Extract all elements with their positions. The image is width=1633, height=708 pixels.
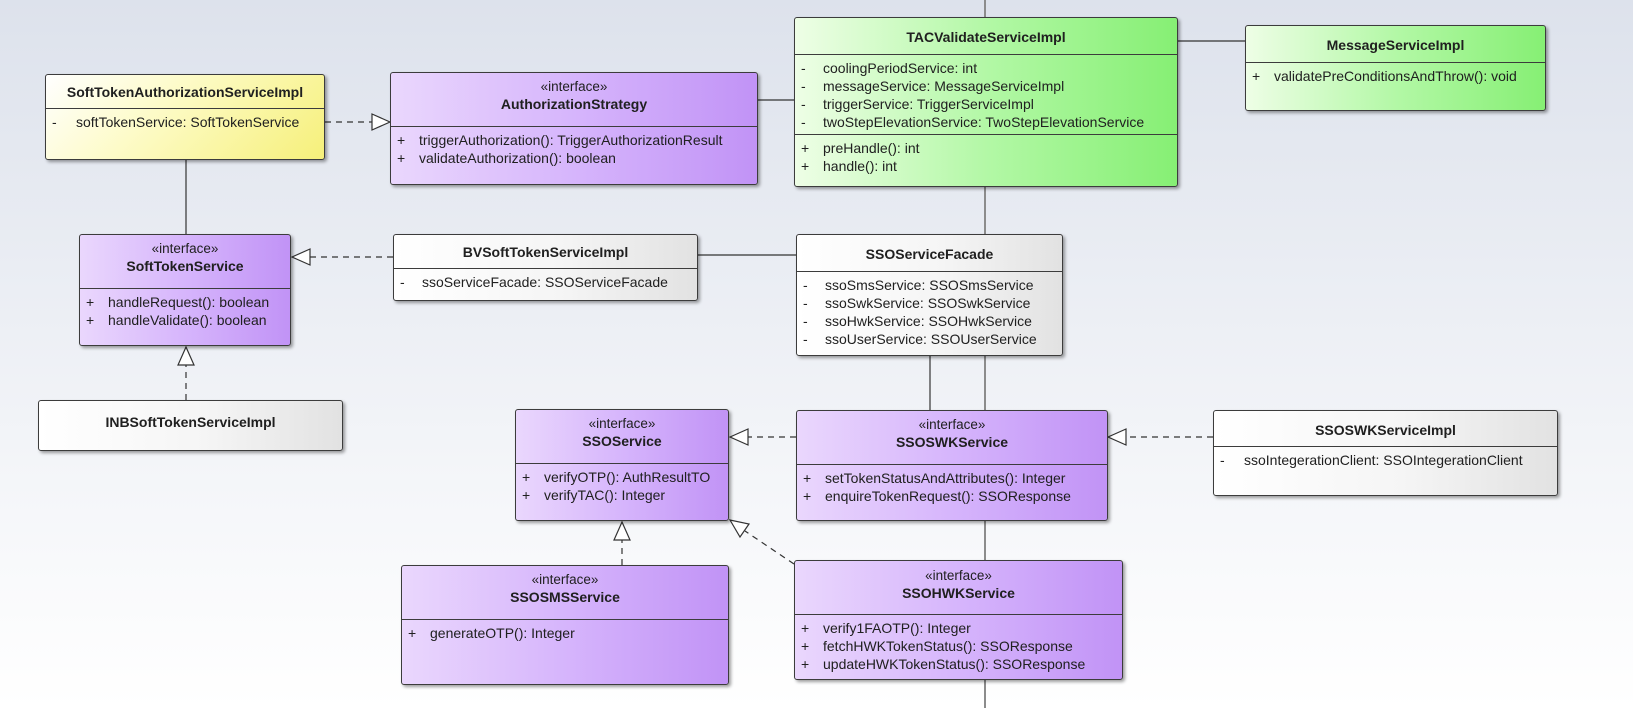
class-header: «interface» SSOSMSService [402, 566, 728, 620]
class-name: SSOSMSService [510, 589, 620, 605]
attributes-compartment: -ssoIntegerationClient: SSOIntegerationC… [1214, 447, 1557, 472]
interface-soft-token-service[interactable]: «interface» SoftTokenService +handleRequ… [79, 234, 291, 346]
operation-row: +verify1FAOTP(): Integer [801, 620, 971, 636]
attribute-row: -twoStepElevationService: TwoStepElevati… [801, 114, 1145, 130]
realization-softtokenauth-authstrategy [325, 113, 392, 131]
realization-ssosms-ssoservice [613, 520, 631, 565]
interface-ssoswk-service[interactable]: «interface» SSOSWKService +setTokenStatu… [796, 410, 1108, 521]
class-header: «interface» AuthorizationStrategy [391, 73, 757, 127]
operation-row: +preHandle(): int [801, 140, 920, 156]
operation-row: +verifyTAC(): Integer [522, 487, 666, 503]
class-header: SoftTokenAuthorizationServiceImpl [46, 75, 324, 109]
operation-row: +setTokenStatusAndAttributes(): Integer [803, 470, 1066, 486]
class-header: BVSoftTokenServiceImpl [394, 235, 697, 269]
attribute-row: -ssoHwkService: SSOHwkService [803, 313, 1032, 329]
interface-authorization-strategy[interactable]: «interface» AuthorizationStrategy +trigg… [390, 72, 758, 185]
class-header: «interface» SSOSWKService [797, 411, 1107, 465]
realization-inbsofttoken-softtokenservice [177, 345, 195, 400]
class-tac-validate-service-impl[interactable]: TACValidateServiceImpl -coolingPeriodSer… [794, 17, 1178, 187]
stereotype-label: «interface» [151, 241, 219, 256]
operations-compartment: +handleRequest(): boolean +handleValidat… [80, 289, 290, 332]
attribute-row: -ssoSmsService: SSOSmsService [803, 277, 1034, 293]
operations-compartment: +triggerAuthorization(): TriggerAuthoriz… [391, 127, 757, 170]
attribute-row: -softTokenService: SoftTokenService [52, 114, 300, 130]
operation-row: +handleRequest(): boolean [86, 294, 270, 310]
class-ssoswk-service-impl[interactable]: SSOSWKServiceImpl -ssoIntegerationClient… [1213, 410, 1558, 496]
class-inb-soft-token-service-impl[interactable]: INBSoftTokenServiceImpl [38, 400, 343, 451]
attribute-row: -ssoUserService: SSOUserService [803, 331, 1037, 347]
class-name: SSOHWKService [902, 585, 1015, 601]
realization-ssoswkimpl-ssoswkservice [1106, 428, 1213, 446]
class-name: TACValidateServiceImpl [906, 29, 1066, 45]
interface-ssohwk-service[interactable]: «interface» SSOHWKService +verify1FAOTP(… [794, 560, 1123, 680]
class-name: MessageServiceImpl [1326, 37, 1465, 53]
class-message-service-impl[interactable]: MessageServiceImpl +validatePreCondition… [1245, 25, 1546, 111]
realization-ssoswk-ssoservice [728, 428, 796, 446]
operation-row: +handle(): int [801, 158, 897, 174]
class-header: MessageServiceImpl [1246, 26, 1545, 63]
class-header: SSOServiceFacade [797, 235, 1062, 272]
operations-compartment: +preHandle(): int +handle(): int [795, 134, 1177, 178]
class-name: BVSoftTokenServiceImpl [462, 244, 629, 260]
operation-row: +handleValidate(): boolean [86, 312, 267, 328]
stereotype-label: «interface» [531, 572, 599, 587]
attribute-row: -ssoSwkService: SSOSwkService [803, 295, 1031, 311]
class-name: SoftTokenService [126, 258, 244, 274]
class-name: SoftTokenAuthorizationServiceImpl [66, 84, 304, 100]
operations-compartment: +validatePreConditionsAndThrow(): void [1246, 63, 1545, 88]
operations-compartment: +setTokenStatusAndAttributes(): Integer … [797, 465, 1107, 508]
realization-bvsofttoken-softtokenservice [290, 248, 393, 266]
attribute-row: -coolingPeriodService: int [801, 60, 978, 76]
class-name: SSOService [582, 433, 662, 449]
operations-compartment: +verify1FAOTP(): Integer +fetchHWKTokenS… [795, 615, 1122, 676]
operation-row: +fetchHWKTokenStatus(): SSOResponse [801, 638, 1073, 654]
operation-row: +validateAuthorization(): boolean [397, 150, 616, 166]
operation-row: +updateHWKTokenStatus(): SSOResponse [801, 656, 1086, 672]
class-header: «interface» SSOHWKService [795, 561, 1122, 615]
operation-row: +verifyOTP(): AuthResultTO [522, 469, 711, 485]
class-soft-token-authorization-service-impl[interactable]: SoftTokenAuthorizationServiceImpl -softT… [45, 74, 325, 160]
operations-compartment: +generateOTP(): Integer [402, 620, 728, 645]
class-header: INBSoftTokenServiceImpl [39, 401, 342, 450]
class-name: AuthorizationStrategy [500, 96, 648, 112]
operations-compartment: +verifyOTP(): AuthResultTO +verifyTAC():… [516, 464, 728, 507]
attributes-compartment: -ssoSmsService: SSOSmsService -ssoSwkSer… [797, 272, 1062, 351]
interface-ssosms-service[interactable]: «interface» SSOSMSService +generateOTP()… [401, 565, 729, 685]
class-name: SSOSWKService [895, 434, 1009, 450]
realization-ssohwk-ssoservice [728, 519, 795, 565]
class-header: «interface» SoftTokenService [80, 235, 290, 289]
stereotype-label: «interface» [918, 417, 986, 432]
attributes-compartment: -coolingPeriodService: int -messageServi… [795, 55, 1177, 134]
attribute-row: -ssoServiceFacade: SSOServiceFacade [400, 274, 668, 290]
attributes-compartment: -softTokenService: SoftTokenService [46, 109, 324, 134]
attribute-row: -messageService: MessageServiceImpl [801, 78, 1065, 94]
interface-sso-service[interactable]: «interface» SSOService +verifyOTP(): Aut… [515, 409, 729, 521]
class-header: SSOSWKServiceImpl [1214, 411, 1557, 447]
attributes-compartment: -ssoServiceFacade: SSOServiceFacade [394, 269, 697, 294]
class-sso-service-facade[interactable]: SSOServiceFacade -ssoSmsService: SSOSmsS… [796, 234, 1063, 356]
attribute-row: -triggerService: TriggerServiceImpl [801, 96, 1034, 112]
operation-row: +generateOTP(): Integer [408, 625, 575, 641]
stereotype-label: «interface» [925, 568, 992, 583]
class-bv-soft-token-service-impl[interactable]: BVSoftTokenServiceImpl -ssoServiceFacade… [393, 234, 698, 301]
operation-row: +triggerAuthorization(): TriggerAuthoriz… [397, 132, 723, 148]
operation-row: +enquireTokenRequest(): SSOResponse [803, 488, 1071, 504]
class-header: TACValidateServiceImpl [795, 18, 1177, 55]
stereotype-label: «interface» [588, 416, 656, 431]
class-name: INBSoftTokenServiceImpl [105, 414, 276, 430]
stereotype-label: «interface» [540, 79, 608, 94]
class-name: SSOSWKServiceImpl [1315, 422, 1456, 438]
operation-row: +validatePreConditionsAndThrow(): void [1252, 68, 1517, 84]
attribute-row: -ssoIntegerationClient: SSOIntegerationC… [1220, 452, 1523, 468]
class-name: SSOServiceFacade [865, 246, 994, 262]
class-header: «interface» SSOService [516, 410, 728, 464]
